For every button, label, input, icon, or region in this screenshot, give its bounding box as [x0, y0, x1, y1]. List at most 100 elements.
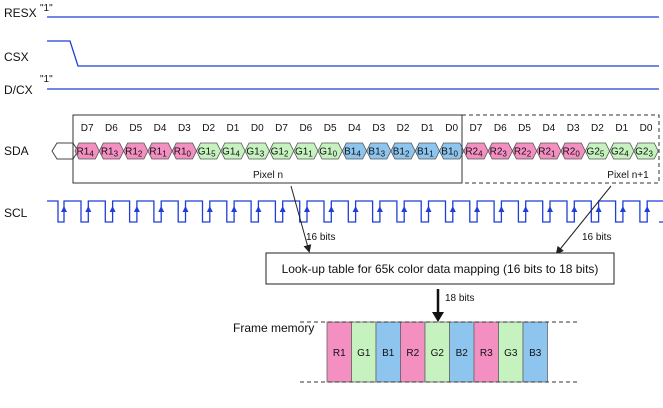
frame-memory-cell-label: R3: [480, 348, 493, 359]
bit-header: D3: [372, 123, 385, 134]
frame-memory-cell-label: R2: [406, 348, 419, 359]
frame-memory-cell-label: B2: [456, 348, 469, 359]
frame-memory: R1 G1 B1 R2 G2 B2 R3 G3 B3: [326, 321, 548, 383]
sda-bit-label: R13: [101, 147, 119, 159]
scl-edge-arrow: [85, 206, 92, 212]
scl-edge-arrow: [522, 206, 529, 212]
pixel-n-box: [72, 114, 463, 184]
bit-header: D5: [518, 123, 531, 134]
bit-header: D0: [251, 123, 264, 134]
scl-edge-arrow: [547, 206, 553, 212]
sda-bit-label: G11: [295, 147, 313, 159]
bit-header: D6: [494, 123, 507, 134]
sda-bit-label: G14: [222, 147, 240, 159]
frame-memory-cell: [473, 321, 499, 383]
pixel-n-label: Pixel n: [253, 170, 283, 181]
scl-edge-arrow: [255, 206, 262, 212]
pixel-n1-box: [461, 114, 660, 184]
scl-edge-arrow: [304, 206, 310, 212]
resx-level: "1": [40, 3, 53, 14]
bits18-label: 18 bits: [445, 293, 474, 304]
bits16-left-label: 16 bits: [306, 232, 335, 243]
frame-memory-label: Frame memory: [233, 321, 314, 335]
sda-idle-hex: [51, 142, 79, 160]
sda-label: SDA: [4, 144, 29, 158]
sda-bit-label: R11: [149, 147, 167, 159]
bit-header: D6: [105, 123, 118, 134]
csx-line: [47, 40, 659, 67]
sda-bits: R14D7R13D6R12D5R11D4R10D3G15D2G14D1G13D0…: [74, 123, 659, 160]
sda-bit-label: R22: [514, 147, 532, 159]
dcx-level: "1": [40, 74, 53, 85]
bit-header: D5: [129, 123, 142, 134]
scl-edge-arrow: [328, 206, 335, 212]
csx-label: CSX: [4, 50, 29, 64]
scl-edge-arrow: [352, 206, 359, 212]
scl-edge-arrow: [571, 206, 578, 212]
frame-memory-cell: [375, 321, 401, 383]
sda-bit-label: R14: [77, 147, 95, 159]
scl-edge-arrow: [644, 206, 651, 212]
sda-bit-label: G10: [319, 147, 337, 159]
scl-edge-arrow: [206, 206, 213, 212]
scl-edge-arrow: [231, 206, 238, 212]
resx-label: RESX: [4, 6, 37, 20]
sda-bit-label: G24: [611, 147, 629, 159]
bit-header: D0: [640, 123, 653, 134]
scl-edge-arrow: [133, 206, 140, 212]
bit-header: D7: [470, 123, 483, 134]
bit-header: D4: [154, 123, 167, 134]
frame-memory-cell-label: B1: [382, 348, 395, 359]
scl-rising-edge-arrows: [61, 206, 651, 212]
scl-edge-arrow: [498, 206, 505, 212]
sda-bit-label: B12: [393, 147, 410, 159]
lut-box: [265, 252, 615, 285]
frame-memory-cell-label: G1: [357, 348, 371, 359]
bit-header: D7: [275, 123, 288, 134]
scl-edge-arrow: [401, 206, 408, 212]
arrow-16bits-right: [555, 185, 612, 255]
bit-header: D3: [178, 123, 191, 134]
scl-edge-arrow: [619, 206, 626, 212]
bit-header: D1: [227, 123, 240, 134]
bit-header: D1: [421, 123, 434, 134]
frame-memory-cell-label: R1: [333, 348, 346, 359]
frame-memory-cell-label: G2: [431, 348, 445, 359]
sda-bit-label: R24: [465, 147, 483, 159]
scl-edge-arrow: [158, 206, 165, 212]
bit-header: D2: [591, 123, 604, 134]
scl-edge-arrow: [595, 206, 602, 212]
scl-edge-arrow: [376, 206, 383, 212]
sda-bit-label: G13: [246, 147, 264, 159]
sda-bit-label: B13: [368, 147, 385, 159]
bit-header: D6: [299, 123, 312, 134]
scl-edge-arrow: [425, 206, 432, 212]
bit-header: D3: [567, 123, 580, 134]
sda-bit-label: R12: [125, 147, 143, 159]
bit-header: D2: [202, 123, 215, 134]
bit-header: D4: [348, 123, 361, 134]
dcx-label: D/CX: [4, 83, 33, 97]
scl-edge-arrow: [279, 206, 286, 212]
frame-memory-cell-label: B3: [529, 348, 542, 359]
sda-bit-label: G15: [198, 147, 216, 159]
arrow-18bits-head: [432, 312, 444, 322]
bit-header: D7: [81, 123, 94, 134]
sda-bit-label: R21: [538, 147, 556, 159]
bit-header: D5: [324, 123, 337, 134]
scl-edge-arrow: [61, 206, 67, 212]
sda-bit-label: R20: [563, 147, 581, 159]
bit-header: D1: [615, 123, 628, 134]
scl-edge-arrow: [474, 206, 481, 212]
sda-bit-label: B14: [344, 147, 361, 159]
frame-memory-cell-label: G3: [504, 348, 518, 359]
bit-header: D0: [445, 123, 458, 134]
scl-edge-arrow: [109, 206, 116, 212]
pixel-n1-label: Pixel n+1: [607, 170, 649, 181]
sda-bit-cell: [633, 142, 659, 160]
sda-bit-label: G25: [587, 147, 605, 159]
frame-memory-cell: [424, 321, 450, 383]
frame-memory-cell: [522, 321, 548, 383]
scl-label: SCL: [4, 206, 28, 220]
